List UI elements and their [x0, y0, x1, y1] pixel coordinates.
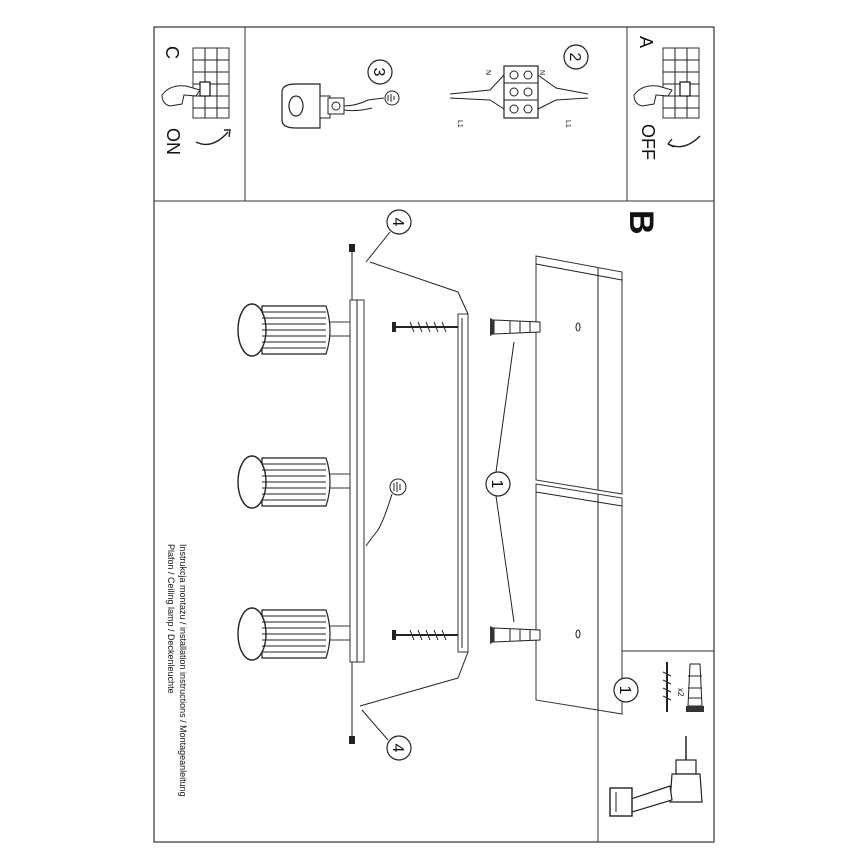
wire-label-l-right: L1	[564, 120, 571, 128]
wire-label-n-right: N	[538, 70, 545, 75]
hand-icon	[161, 85, 201, 107]
step-2-badge	[563, 44, 589, 70]
lamp-shade-icon	[237, 303, 351, 357]
panel-a: A OFF	[633, 36, 701, 160]
end-screw-top	[349, 244, 355, 252]
hand-icon	[633, 85, 673, 107]
panel-b-letter: B	[622, 210, 660, 235]
panel-c-box	[153, 26, 246, 202]
mounting-bar	[359, 261, 469, 707]
wall-plug-icon	[490, 318, 581, 336]
tools-step-badge	[613, 677, 639, 703]
panel-b: B	[237, 209, 660, 761]
step-3-badge	[367, 59, 393, 85]
power-switch-icon	[192, 47, 230, 119]
tools-box	[597, 650, 715, 843]
earth-symbol-icon	[389, 478, 407, 496]
screw-icon	[392, 629, 458, 641]
lamp-shade-icon	[237, 607, 351, 661]
panel-a-switch-text: OFF	[638, 124, 658, 160]
lamp-body	[349, 244, 365, 744]
step-3-number: 3	[370, 68, 387, 77]
step-2-number: 2	[566, 53, 583, 62]
step-4-badge-bottom	[386, 735, 412, 761]
tools-step-number: 1	[616, 686, 633, 695]
wall-plug-icon	[490, 626, 581, 644]
ceiling-surface	[535, 255, 623, 715]
step-4-number-top: 4	[389, 218, 406, 227]
caption-line-1: Instrukcja montażu / installation instru…	[178, 544, 188, 797]
caption-line-2: Plafon / Ceiling lamp / Deckenleuchte	[166, 544, 176, 694]
terminal-block-icon	[503, 65, 539, 119]
drill-icon	[609, 736, 703, 817]
step-3-earth-detail: 3	[281, 59, 400, 129]
power-switch-icon	[662, 47, 700, 119]
tools-quantity: x2	[676, 688, 685, 697]
end-screw-bottom	[349, 736, 355, 744]
screw-icon	[662, 662, 672, 712]
wall-plug-icon	[686, 663, 704, 712]
panel-c-switch-text: ON	[163, 128, 183, 155]
lamp-shade-icon	[237, 455, 351, 509]
tools-panel: 1 x2	[609, 662, 704, 817]
rotate-arrow-icon	[667, 135, 701, 148]
panel-a-letter: A	[636, 36, 656, 48]
wire-label-l-left: L1	[456, 120, 463, 128]
rotate-arrow-icon	[195, 129, 231, 146]
panel-c: C ON	[161, 46, 231, 155]
mounting-bracket-icon	[281, 83, 385, 129]
step-1-number: 1	[488, 480, 505, 489]
step-1-badge	[485, 471, 511, 497]
step-4-number-bottom: 4	[389, 744, 406, 753]
wire-label-n-left: N	[484, 70, 491, 75]
screw-icon	[392, 321, 458, 333]
earth-symbol-icon	[384, 90, 400, 106]
panel-a-box	[626, 26, 715, 202]
page-border	[153, 26, 715, 843]
step-2-wiring-detail: 2 N N L1 L1	[449, 44, 589, 128]
step-4-badge-top	[386, 209, 412, 235]
panel-c-letter: C	[162, 46, 182, 59]
